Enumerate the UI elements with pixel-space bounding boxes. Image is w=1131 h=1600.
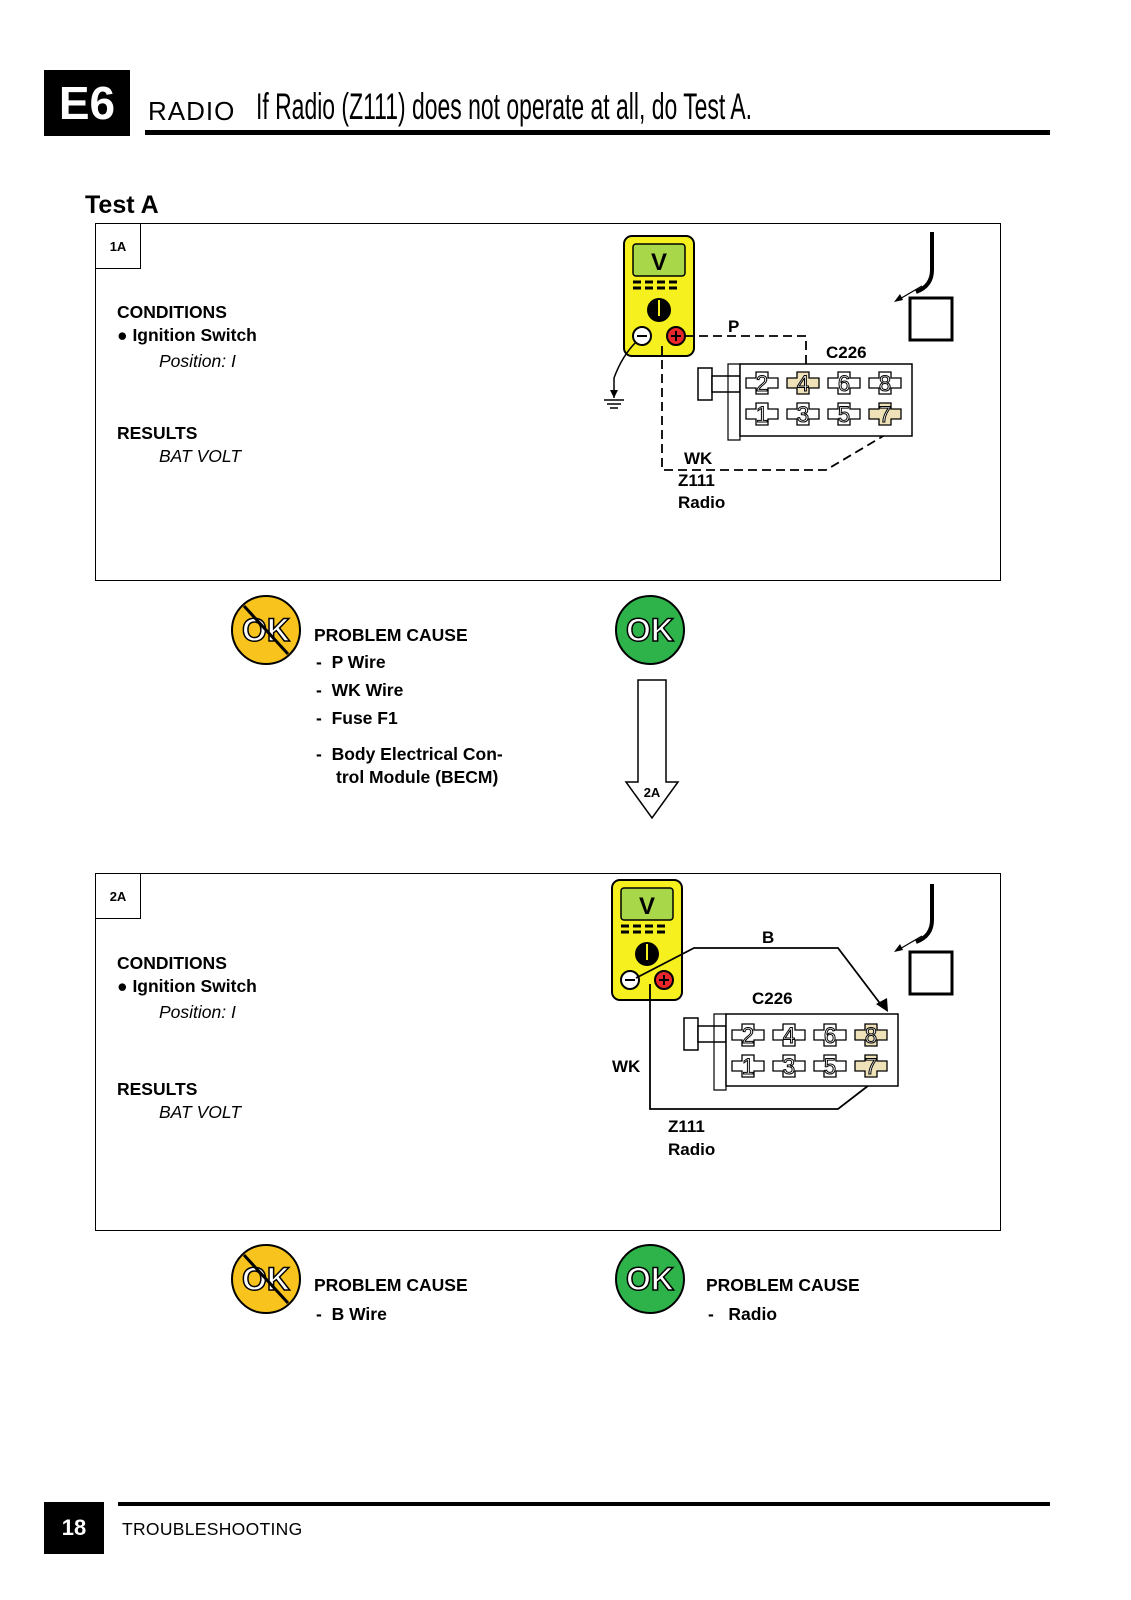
connector-pin-1: 1: [731, 1054, 765, 1080]
connector-pin-4: 4: [786, 371, 820, 397]
step-2a-cause-item: - B Wire: [316, 1304, 387, 1324]
connector-label: C226: [752, 989, 793, 1008]
connector-pin-number: 1: [742, 1054, 754, 1079]
step-1a-results-label: RESULTS: [117, 423, 198, 443]
wire-p: [685, 335, 807, 368]
wire-wk-label: WK: [684, 449, 713, 468]
connector-pin-number: 4: [797, 371, 809, 396]
connector-pin-7: 7: [868, 402, 902, 428]
connector-pin-number: 1: [756, 402, 768, 427]
step-1a-condition-item-text: Ignition Switch: [132, 325, 257, 345]
connector-pin-6: 6: [813, 1023, 847, 1049]
step-2a-result-value: BAT VOLT: [159, 1102, 242, 1122]
step-1a-cause-item: trol Module (BECM): [336, 767, 499, 787]
ground-icon: [604, 399, 624, 409]
connector-pin-number: 6: [838, 371, 850, 396]
wire-wk: [661, 346, 891, 471]
step-2a-ok-cause-heading: PROBLEM CAUSE: [706, 1275, 860, 1295]
step-1a-cause-item: - WK Wire: [316, 680, 404, 700]
connector-pin-number: 7: [879, 402, 891, 427]
footer-rule: [118, 1502, 1050, 1506]
step-1a-ok-badge: OK: [615, 595, 685, 665]
multimeter-icon: V: [623, 235, 695, 357]
connector-pin-5: 5: [827, 402, 861, 428]
step-2a-condition-item: ● Ignition Switch: [117, 976, 257, 996]
connector-pin-number: 8: [879, 371, 891, 396]
next-step-arrow: 2A: [624, 679, 680, 820]
test-title: Test A: [85, 191, 159, 219]
connector-pin-number: 3: [797, 402, 809, 427]
step-2a-condition-value: Position: I: [159, 1002, 236, 1022]
step-1a-cause-heading: PROBLEM CAUSE: [314, 625, 468, 645]
step-2a-conditions-label: CONDITIONS: [117, 953, 227, 973]
step-1a-cause-item: - Fuse F1: [316, 708, 398, 728]
connector-pin-number: 5: [824, 1054, 836, 1079]
connector-pin-7: 7: [854, 1054, 888, 1080]
connector-pin-number: 2: [742, 1023, 754, 1048]
connector-pin-number: 5: [838, 402, 850, 427]
step-2a-ok-cause-item: - Radio: [708, 1304, 778, 1324]
step-2a-diagram: V B WK C226 2 4 6 8 1 3 5 7 Z111 Radio: [611, 879, 954, 1159]
wire-p-label: P: [728, 317, 739, 336]
connector-pin-8: 8: [868, 371, 902, 397]
footer-section: TROUBLESHOOTING: [122, 1519, 303, 1539]
connector-pin-2: 2: [731, 1023, 765, 1049]
meter-label: V: [651, 249, 667, 276]
connector-pin-8: 8: [854, 1023, 888, 1049]
connector-pin-number: 3: [783, 1054, 795, 1079]
multimeter-icon: V: [611, 879, 683, 1001]
page-number: 18: [44, 1502, 104, 1554]
component-name: Radio: [678, 493, 725, 512]
step-1a-cause-item: - Body Electrical Con-: [316, 744, 503, 764]
step-1a-cause-item: - P Wire: [316, 652, 386, 672]
wire-wk: [649, 984, 887, 1110]
connector-pin-3: 3: [772, 1054, 806, 1080]
connector-label: C226: [826, 343, 867, 362]
step-1a-diagram: V P WK C226 2 4 6 8 1 3 5 7 Z111 Radio: [604, 232, 954, 512]
svg-text:OK: OK: [626, 1261, 674, 1297]
step-2a-cause-heading: PROBLEM CAUSE: [314, 1275, 468, 1295]
connector-pin-number: 4: [783, 1023, 795, 1048]
step-1a-id: 1A: [96, 224, 141, 269]
section-name: RADIO: [148, 96, 236, 126]
connector-pin-1: 1: [745, 402, 779, 428]
step-1a-result-value: BAT VOLT: [159, 446, 242, 466]
component-code: Z111: [668, 1117, 705, 1136]
next-step-label: 2A: [644, 785, 661, 800]
step-1a-not-ok-badge: OK: [231, 595, 301, 665]
step-2a-id: 2A: [96, 874, 141, 919]
header-rule: [145, 130, 1050, 135]
step-2a-ok-badge: OK: [615, 1244, 685, 1314]
connector-pin-number: 8: [865, 1023, 877, 1048]
connector-pin-2: 2: [745, 371, 779, 397]
connector-pin-number: 2: [756, 371, 768, 396]
svg-text:OK: OK: [626, 612, 674, 648]
connector-pin-3: 3: [786, 402, 820, 428]
connector-pin-number: 7: [865, 1054, 877, 1079]
harness-plug-icon: [894, 884, 954, 996]
step-1a-condition-item: ● Ignition Switch: [117, 325, 257, 345]
wire-wk-label: WK: [612, 1057, 641, 1076]
step-2a-condition-item-text: Ignition Switch: [132, 976, 257, 996]
section-code: E6: [44, 70, 130, 136]
connector-pin-5: 5: [813, 1054, 847, 1080]
step-2a-results-label: RESULTS: [117, 1079, 198, 1099]
connector-pin-number: 6: [824, 1023, 836, 1048]
wire-b: [635, 947, 883, 1007]
page-title: If Radio (Z111) does not operate at all,…: [256, 86, 753, 127]
component-name: Radio: [668, 1140, 715, 1159]
wire-b-label: B: [762, 928, 774, 947]
step-2a-not-ok-badge: OK: [231, 1244, 301, 1314]
harness-plug-icon: [894, 232, 954, 342]
connector-pin-4: 4: [772, 1023, 806, 1049]
connector-pin-6: 6: [827, 371, 861, 397]
step-1a-conditions-label: CONDITIONS: [117, 302, 227, 322]
component-code: Z111: [678, 471, 715, 490]
step-1a-condition-value: Position: I: [159, 351, 236, 371]
meter-label: V: [639, 893, 655, 920]
